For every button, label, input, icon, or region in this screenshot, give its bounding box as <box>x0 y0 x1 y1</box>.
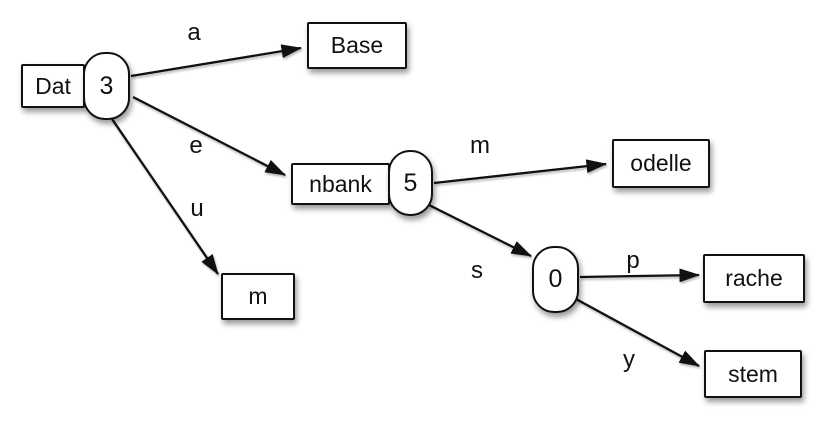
edge-label-y: y <box>623 346 635 373</box>
node-nbank-count: 5 <box>388 150 433 216</box>
node-rache-label: rache <box>725 265 783 291</box>
node-base-label: Base <box>330 32 384 58</box>
edge-y <box>575 297 701 368</box>
node-nbank-label: nbank <box>309 170 372 197</box>
node-zero-count-label: 0 <box>548 265 563 293</box>
edge-m <box>433 159 608 185</box>
node-odelle-label: odelle <box>630 150 692 176</box>
edge-label-s: s <box>471 257 483 284</box>
node-dat-label: Dat <box>35 72 71 99</box>
edge-p <box>579 268 701 283</box>
node-rache: rache <box>703 254 805 303</box>
edge-u <box>111 118 219 275</box>
node-odelle: odelle <box>612 139 710 188</box>
edge-e <box>132 95 287 177</box>
edge-label-e: e <box>189 132 203 159</box>
node-stem-label: stem <box>728 360 778 387</box>
node-dat-count-label: 3 <box>99 71 114 100</box>
edge-label-m: m <box>470 132 490 159</box>
node-nbank: nbank <box>291 163 390 205</box>
edge-label-a: a <box>187 19 201 46</box>
node-nbank-count-label: 5 <box>403 168 418 197</box>
node-base: Base <box>307 22 407 69</box>
node-m-label: m <box>248 283 268 309</box>
node-zero-count: 0 <box>532 246 579 313</box>
edge-label-p: p <box>626 247 640 274</box>
node-m: m <box>221 273 295 320</box>
edge-label-u: u <box>190 195 204 222</box>
node-stem: stem <box>704 350 802 398</box>
node-dat: Dat <box>21 64 85 108</box>
node-dat-count: 3 <box>83 52 130 120</box>
edge-a <box>130 44 303 78</box>
edge-s <box>428 203 533 258</box>
